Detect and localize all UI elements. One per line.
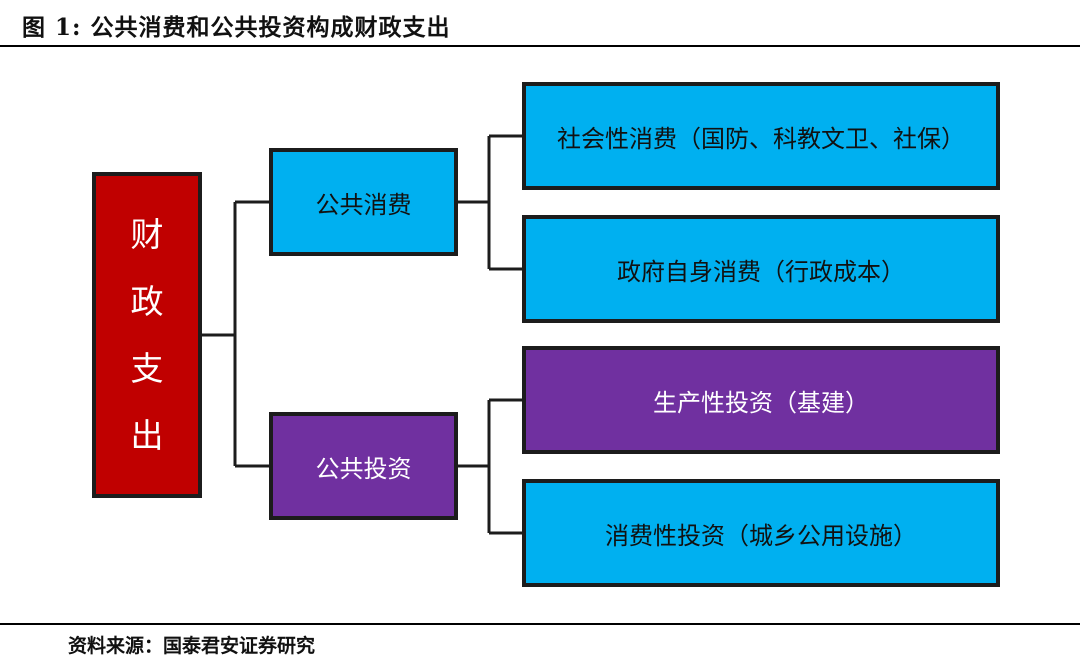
source-note: 资料来源：国泰君安证券研究 (68, 635, 316, 657)
bottom-rule (0, 623, 1080, 625)
leaf-label: 消费性投资（城乡公用设施） (605, 521, 917, 550)
leaf-government-self-consumption: 政府自身消费（行政成本） (522, 215, 1000, 323)
figure-title: 图 1: 公共消费和公共投资构成财政支出 (22, 14, 451, 41)
leaf-productive-investment: 生产性投资（基建） (522, 346, 1000, 454)
leaf-label: 政府自身消费（行政成本） (617, 257, 905, 286)
root-char: 出 (130, 416, 164, 455)
root-node-fiscal-expenditure: 财 政 支 出 (92, 172, 202, 498)
root-char: 政 (130, 282, 164, 321)
node-label: 公共投资 (315, 454, 412, 483)
leaf-social-consumption: 社会性消费（国防、科教文卫、社保） (522, 82, 1000, 190)
leaf-label: 社会性消费（国防、科教文卫、社保） (557, 124, 965, 153)
root-char: 财 (130, 215, 164, 254)
node-label: 公共消费 (315, 190, 412, 219)
top-rule (0, 45, 1080, 47)
node-public-consumption: 公共消费 (269, 148, 458, 256)
root-char: 支 (130, 349, 164, 388)
leaf-consumptive-investment: 消费性投资（城乡公用设施） (522, 479, 1000, 587)
leaf-label: 生产性投资（基建） (653, 388, 869, 417)
node-public-investment: 公共投资 (269, 412, 458, 520)
